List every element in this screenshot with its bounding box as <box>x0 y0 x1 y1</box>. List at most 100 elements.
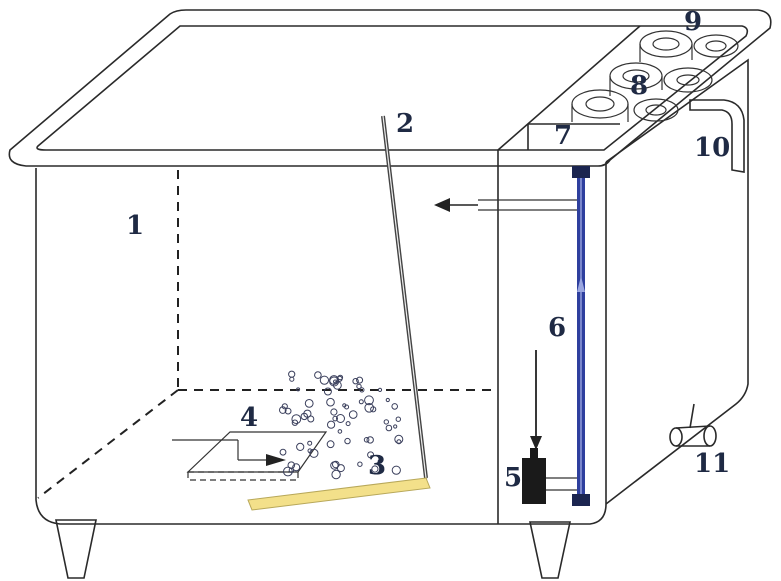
bubble <box>371 465 379 473</box>
bubble <box>323 387 332 396</box>
bubble <box>279 406 287 414</box>
tank-front-face <box>35 162 607 525</box>
label-2: 2 <box>396 109 414 139</box>
heater-rod <box>381 115 428 489</box>
outlet-arrow <box>434 198 450 212</box>
rim-outer <box>8 9 772 167</box>
bubble <box>393 424 398 429</box>
bubble <box>377 459 383 464</box>
bubble <box>364 403 375 413</box>
bubble <box>337 429 343 434</box>
tank-side-face <box>605 58 749 505</box>
label-1: 1 <box>126 211 144 241</box>
bubble <box>333 380 342 390</box>
bubble <box>330 461 339 470</box>
label-10: 10 <box>694 133 730 163</box>
bubble <box>296 387 301 392</box>
bubble <box>284 407 292 415</box>
pump-body <box>522 458 546 504</box>
bubble <box>358 399 364 405</box>
tank-legs <box>55 519 571 579</box>
bubble <box>391 465 401 475</box>
filter-chamber-top-edge <box>497 25 641 151</box>
bubble <box>289 376 295 382</box>
rim-inner <box>36 25 749 151</box>
bubble <box>307 440 313 446</box>
tank-rim <box>8 9 772 167</box>
sponge-a <box>571 89 629 122</box>
bubble <box>281 403 288 410</box>
label-7: 7 <box>554 121 572 151</box>
bubble <box>391 403 399 410</box>
bubble <box>396 439 402 445</box>
bubble <box>377 387 383 392</box>
bubble <box>332 415 339 422</box>
bubble <box>291 414 302 425</box>
bubble <box>394 434 404 444</box>
bubble <box>367 451 375 459</box>
sponge-b <box>609 62 663 96</box>
bubble <box>314 371 322 379</box>
sand-strip <box>247 477 431 511</box>
pump-assembly <box>434 166 590 506</box>
bubble <box>331 469 341 480</box>
bubble <box>326 440 335 449</box>
tray-flow-arrow <box>266 454 286 466</box>
sponge-e <box>663 67 713 93</box>
label-4: 4 <box>240 403 258 433</box>
bubble <box>395 416 401 422</box>
bubble <box>307 415 315 423</box>
bubble <box>336 375 343 382</box>
bubble <box>329 375 339 385</box>
bubble <box>366 436 374 444</box>
bubble <box>283 466 293 477</box>
label-3: 3 <box>368 451 386 481</box>
bubble <box>359 387 365 393</box>
bubble <box>357 461 363 467</box>
bubble <box>319 375 329 385</box>
sponge-c <box>639 30 693 62</box>
air-bubbles <box>279 370 404 480</box>
tank-body <box>35 58 749 525</box>
bubble <box>279 448 287 456</box>
bubble <box>363 437 370 443</box>
bubble <box>352 378 359 385</box>
bubble <box>385 424 393 432</box>
bubble <box>385 397 390 403</box>
label-5: 5 <box>504 463 522 493</box>
bubble <box>356 383 362 390</box>
hidden-left-bottom <box>37 389 179 499</box>
bubble <box>356 376 364 384</box>
label-8: 8 <box>630 71 648 101</box>
number-labels: 1 2 3 4 5 6 7 8 9 10 11 <box>126 7 730 493</box>
label-9: 9 <box>684 7 702 37</box>
label-6: 6 <box>548 313 566 343</box>
bubble <box>348 410 358 419</box>
bubble <box>332 460 340 469</box>
bubble <box>326 397 335 407</box>
bubble <box>344 437 351 445</box>
overflow-pipe <box>689 99 745 173</box>
bubble <box>288 370 296 378</box>
sponge-f <box>693 34 739 58</box>
bubble <box>364 395 374 406</box>
bubble <box>292 463 301 472</box>
feeder-tray <box>172 431 328 481</box>
bubble <box>304 399 314 408</box>
filter-sponges <box>571 30 739 122</box>
leg-front-left <box>55 519 97 579</box>
bubble <box>383 419 389 425</box>
bubble <box>336 414 345 423</box>
drain-tap <box>669 403 717 447</box>
bubble <box>345 421 351 427</box>
bubble <box>309 448 319 458</box>
bubble <box>342 403 347 408</box>
bubble <box>327 420 336 429</box>
sponge-d <box>633 98 679 122</box>
bubble <box>330 408 338 416</box>
bubble <box>291 419 299 426</box>
leg-front-right <box>529 521 571 579</box>
bubble <box>303 409 312 418</box>
bubble <box>296 442 305 451</box>
